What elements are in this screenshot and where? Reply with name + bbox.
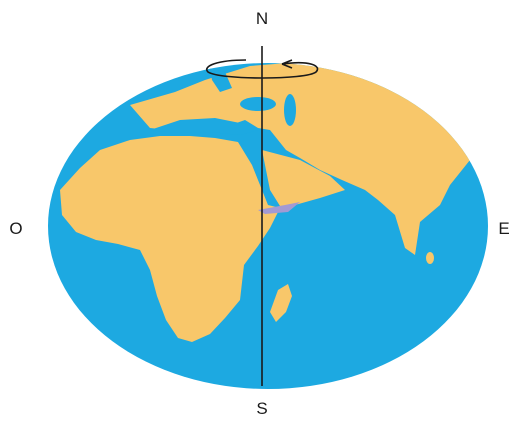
east-label: E [498, 219, 509, 238]
sea-caspian [284, 94, 296, 126]
west-label: O [9, 219, 22, 238]
land-sri-lanka [426, 252, 434, 264]
sea-black [240, 97, 276, 111]
north-label: N [256, 9, 268, 28]
south-label: S [256, 399, 267, 418]
